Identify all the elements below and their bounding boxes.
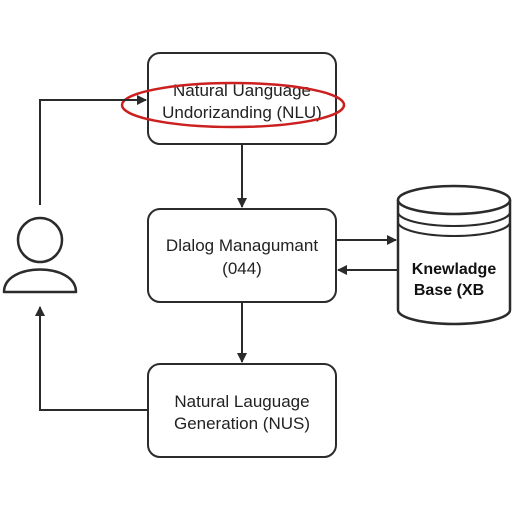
nlg-label-line1: Natural Lauguage	[174, 392, 309, 411]
database-icon: Knewladge Base (XB	[396, 184, 512, 326]
user-icon	[2, 216, 78, 294]
dialog-management-node: Dlalog Managumant (044)	[147, 208, 337, 303]
arrow-user-to-nlu	[39, 95, 147, 205]
kb-label-line2: Base (XB	[414, 282, 484, 299]
nlg-node: Natural Lauguage Generation (NUS)	[147, 363, 337, 458]
nlg-label-line2: Generation (NUS)	[174, 414, 310, 433]
arrow-nlg-to-user	[35, 306, 148, 411]
nlu-node: Natural Uanguage Undorizanding (NLU)	[147, 52, 337, 145]
nlu-label-line2: Undorizanding (NLU)	[162, 103, 322, 122]
dm-label-line2: (044)	[222, 259, 262, 278]
dm-label-line1: Dlalog Managumant	[166, 236, 318, 255]
kb-label-line1: Knewladge	[412, 261, 497, 278]
nlu-highlight-ellipse	[120, 81, 346, 129]
